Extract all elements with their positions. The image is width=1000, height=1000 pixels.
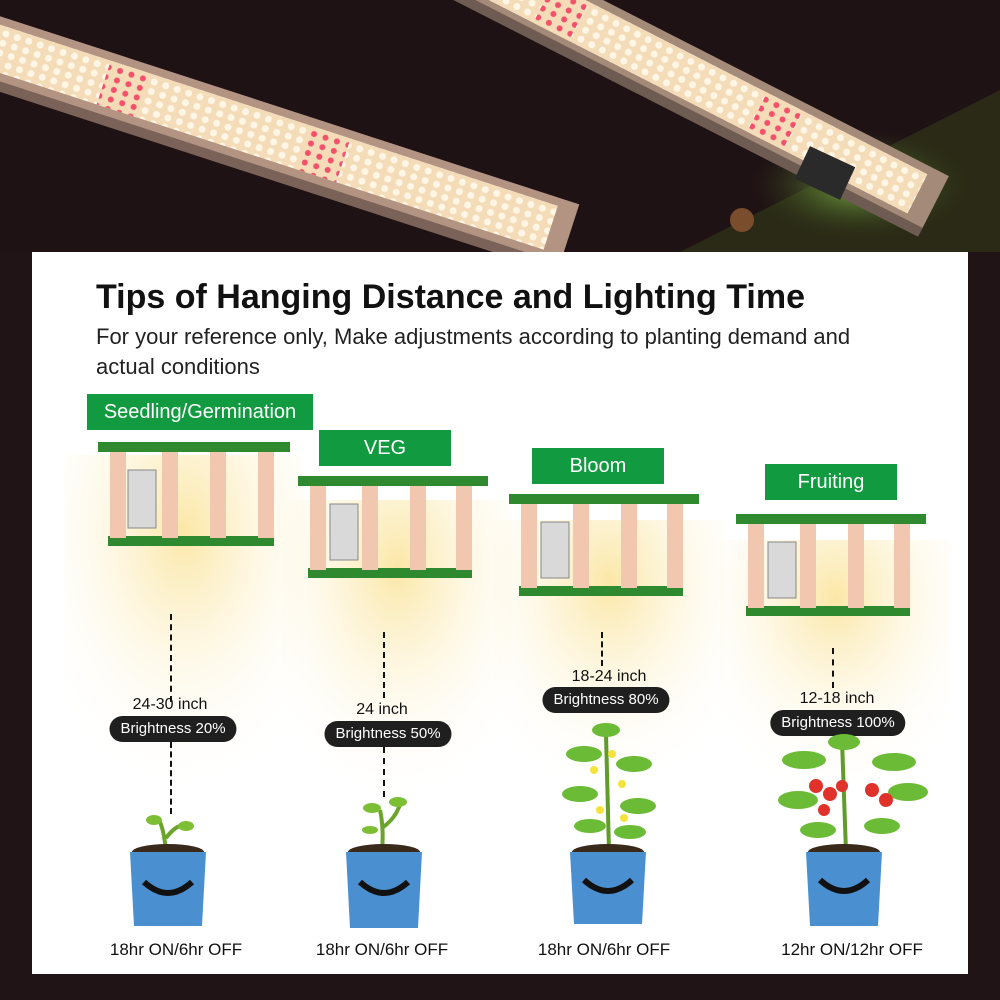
- hanging-distance-line: [170, 614, 172, 702]
- lighting-schedule: 18hr ON/6hr OFF: [315, 940, 449, 959]
- page-subtitle: For your reference only, Make adjustment…: [96, 324, 851, 379]
- hanging-distance: 24 inch: [356, 701, 408, 718]
- hanging-distance-line: [832, 648, 834, 688]
- hero-photo: [0, 0, 1000, 252]
- hanging-distance-line: [170, 742, 172, 814]
- lighting-schedule: 18hr ON/6hr OFF: [537, 940, 671, 959]
- led-bars-illustration: [0, 0, 1000, 252]
- lighting-schedule: 12hr ON/12hr OFF: [781, 940, 923, 959]
- stage-label: VEG: [319, 430, 451, 466]
- stage-label: Seedling/Germination: [87, 394, 313, 430]
- brightness-badge: Brightness 80%: [542, 687, 670, 713]
- brightness-badge: Brightness 50%: [324, 721, 452, 747]
- sprout-pot: [130, 815, 206, 926]
- grow-light-fixture: [298, 476, 488, 578]
- grow-light-fixture: [736, 514, 926, 616]
- stage-label: Fruiting: [765, 464, 897, 500]
- grow-light-fixture: [509, 494, 699, 596]
- lighting-schedule: 18hr ON/6hr OFF: [109, 940, 243, 959]
- hanging-distance: 18-24 inch: [571, 668, 647, 685]
- flowering-plant-pot: [562, 723, 656, 924]
- hanging-distance: 24-30 inch: [132, 696, 208, 713]
- seedling-pot: [346, 797, 422, 928]
- stage-label: Bloom: [532, 448, 664, 484]
- brightness-badge: Brightness 20%: [109, 716, 237, 742]
- tomato-plant-pot: [778, 734, 928, 926]
- page-title: Tips of Hanging Distance and Lighting Ti…: [96, 278, 806, 316]
- hanging-distance-line: [383, 632, 385, 698]
- brightness-badge: Brightness 100%: [770, 710, 906, 736]
- grow-light-fixture: [98, 442, 290, 546]
- hanging-distance: 12-18 inch: [799, 690, 875, 707]
- hanging-distance-line: [601, 632, 603, 666]
- hanging-distance-line: [383, 747, 385, 797]
